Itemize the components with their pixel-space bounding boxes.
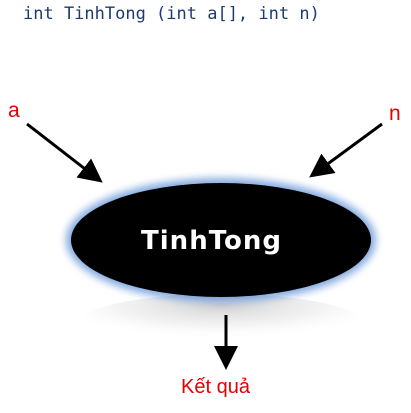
input-label-a: a	[8, 99, 20, 122]
ellipse-reflection	[81, 294, 361, 350]
function-node-label: TinhTong	[141, 226, 282, 256]
function-signature: int TinhTong (int a[], int n)	[23, 4, 320, 24]
arrow-input-n	[309, 122, 383, 178]
output-label: Kết quả	[181, 376, 250, 398]
input-label-n: n	[389, 102, 401, 125]
function-node-ellipse	[71, 183, 371, 297]
arrow-input-a	[26, 122, 103, 183]
